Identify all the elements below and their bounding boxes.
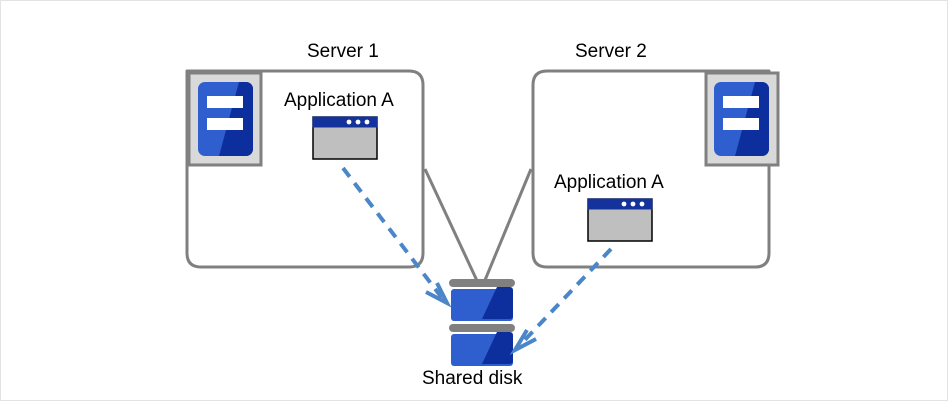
app-window-dot-3: [639, 201, 645, 207]
connector-server1-to-disk: [423, 168, 481, 286]
server-icon-bar-top: [207, 96, 243, 108]
shared-disk-icon[interactable]: [449, 279, 515, 366]
server-1-label: Server 1: [307, 41, 379, 62]
app-window-dot-2: [355, 119, 361, 125]
server-icon-bar-bottom: [207, 118, 243, 130]
app-window-titlebar: [312, 116, 378, 128]
application-window-icon-2[interactable]: [587, 198, 653, 242]
application-window-icon-1[interactable]: [312, 116, 378, 160]
dashed-arrow-right-shaft: [518, 247, 613, 347]
application-a-label-server-1: Application A: [284, 90, 394, 111]
dashed-arrow-left-shaft: [341, 166, 444, 300]
app-window-dot-3: [364, 119, 370, 125]
app-window-dot-1: [346, 119, 352, 125]
server-2-icon-group: [704, 71, 780, 167]
server-1-icon-group: [187, 71, 263, 167]
disk-bar-middle: [449, 324, 515, 332]
solid-connectors: [423, 168, 533, 286]
server-icon-bar-bottom: [723, 118, 759, 130]
app-window-titlebar: [587, 198, 653, 210]
disk-platter-bottom-shade: [481, 332, 513, 364]
disk-platter-top-shade: [481, 287, 513, 319]
disk-bar-top: [449, 279, 515, 287]
app-window-dot-2: [630, 201, 636, 207]
shared-disk-label: Shared disk: [422, 368, 523, 389]
dashed-arrow-right-head: [509, 328, 537, 356]
application-a-label-server-2: Application A: [554, 172, 664, 193]
dashed-arrow-left-head: [425, 282, 452, 308]
app-window-dot-1: [621, 201, 627, 207]
connector-server2-to-disk: [481, 168, 533, 286]
dashed-arrows: [341, 166, 613, 356]
server-2-label: Server 2: [575, 41, 647, 62]
server-icon-bar-top: [723, 96, 759, 108]
